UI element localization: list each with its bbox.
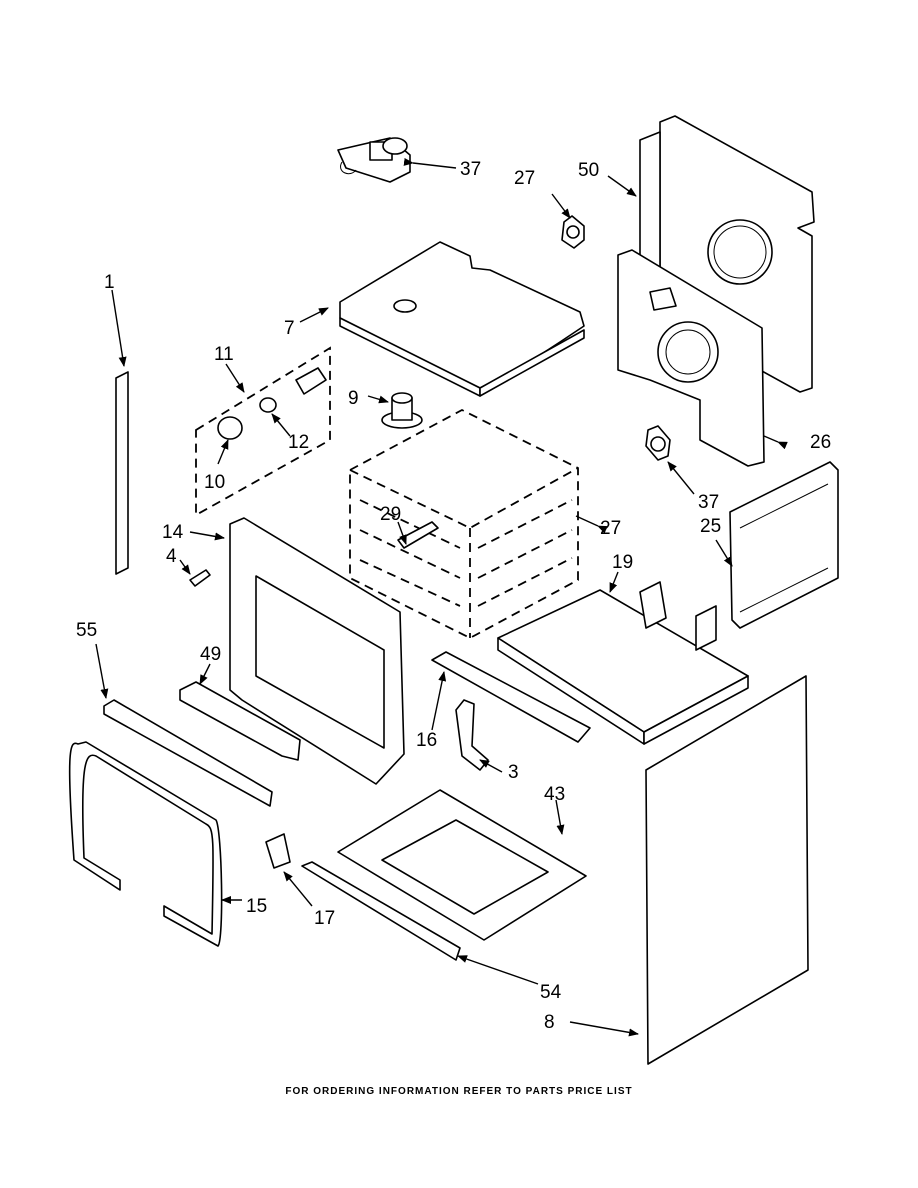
part-26-back-liner	[617, 249, 765, 467]
callout-27: 27	[600, 518, 621, 539]
callout-22: 37	[460, 159, 481, 180]
leader-lines	[95, 157, 788, 1037]
part-27-oven-cavity	[349, 408, 579, 640]
part-7-top-panel	[339, 241, 585, 397]
part-3-bracket	[455, 699, 489, 771]
callout-29: 29	[380, 504, 401, 525]
part-8-side-panel	[645, 675, 809, 1065]
callout-9: 9	[348, 388, 359, 409]
callout-14: 14	[162, 522, 184, 543]
callout-1: 1	[104, 272, 115, 293]
callout-55: 55	[76, 620, 97, 641]
callout-12: 12	[288, 432, 309, 453]
callout-8: 8	[544, 1012, 555, 1033]
part-54-strip	[301, 861, 461, 961]
callout-16: 16	[416, 730, 437, 751]
part-4-screw	[189, 569, 211, 587]
callout-54: 54	[540, 982, 562, 1003]
callout-26: 26	[810, 432, 831, 453]
part-49-lower-strip	[179, 681, 301, 761]
part-19-bottom-panel	[497, 581, 749, 745]
part-22-thermostat	[337, 137, 411, 183]
callout-23: 27	[514, 168, 535, 189]
part-23-grommet	[561, 215, 585, 249]
callout-43: 43	[544, 784, 565, 805]
part-14-front-frame	[229, 517, 405, 785]
part-9-cap	[381, 392, 423, 429]
callout-19: 19	[612, 552, 633, 573]
part-43-floor	[337, 789, 587, 941]
callout-10: 10	[204, 472, 225, 493]
part-1-trim-strip	[115, 371, 129, 575]
callout-labels: 37 27 50 1 7 11 9 12 26 10 37 29 27 25 1…	[76, 159, 831, 1033]
callout-4: 4	[166, 546, 177, 567]
callout-11: 11	[214, 344, 234, 365]
callout-3: 3	[508, 762, 519, 783]
part-17-clip	[265, 833, 291, 869]
part-15-gasket	[68, 741, 223, 947]
part-55-vent-trim	[103, 699, 273, 807]
callout-37: 37	[698, 492, 719, 513]
callout-50: 50	[578, 160, 599, 181]
part-25-side-panel	[729, 461, 839, 629]
callout-15: 15	[246, 896, 267, 917]
callout-25: 25	[700, 516, 721, 537]
footer-note: FOR ORDERING INFORMATION REFER TO PARTS …	[285, 1086, 633, 1097]
part-29-connector	[397, 521, 439, 549]
callout-49: 49	[200, 644, 221, 665]
part-37-grommet	[645, 425, 671, 461]
callout-7: 7	[284, 318, 295, 339]
part-11-light-kit	[195, 346, 331, 517]
callout-17: 17	[314, 908, 335, 929]
part-16-rail	[431, 651, 591, 743]
